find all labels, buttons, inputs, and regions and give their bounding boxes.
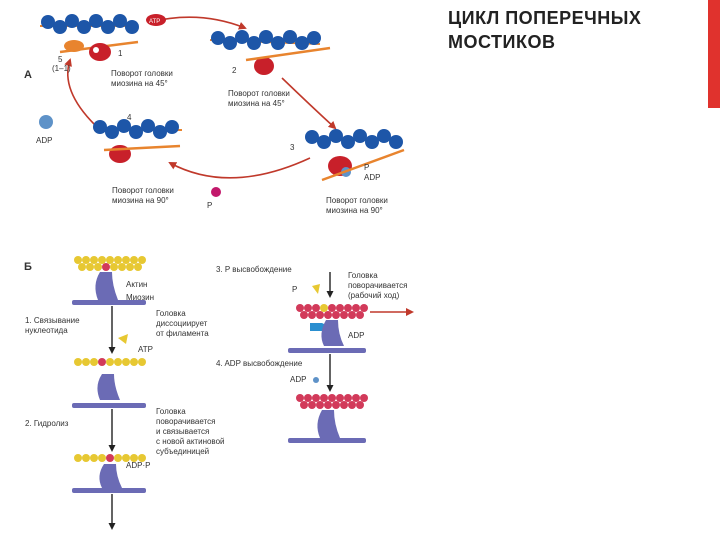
step-2-number: 2 (232, 66, 237, 75)
step-b3-label: 3. P высвобождение (216, 265, 292, 274)
cycle-arrow-left (64, 58, 96, 126)
rot45-b-line2: миозина на 45° (228, 99, 285, 108)
p-label-a: P (364, 163, 369, 172)
step-5-number: 5 (58, 55, 63, 64)
step-1-number: 1 (118, 49, 123, 58)
rot45-a-line1: Поворот головки (111, 69, 173, 78)
label-myosin: Миозин (126, 293, 154, 302)
stroke-line3: (рабочий ход) (348, 291, 400, 300)
rot90-b-line2: миозина на 90° (326, 206, 383, 215)
actin-cluster-top (40, 14, 139, 61)
step-b1-line2: нуклеотида (25, 326, 68, 335)
label-actin: Актин (126, 280, 147, 289)
rot90-a-line1: Поворот головки (112, 186, 174, 195)
adp-label-b: ADP (348, 331, 364, 340)
title-line-2: МОСТИКОВ (448, 32, 556, 52)
cycle-arrow-right (281, 77, 337, 130)
rot90-a-line2: миозина на 90° (112, 196, 169, 205)
step-b2-label: 2. Гидролиз (25, 419, 69, 428)
rebind-line1: Головка (156, 407, 186, 416)
accent-bar (708, 0, 720, 108)
step-3-number: 3 (290, 143, 295, 152)
dissoc-line2: диссоциирует (156, 319, 208, 328)
rot45-b-line1: Поворот головки (228, 89, 290, 98)
pi-molecule-b (312, 284, 320, 294)
dissoc-line1: Головка (156, 309, 186, 318)
stroke-line2: поворачивается (348, 281, 407, 290)
panel-b-state-4 (288, 304, 368, 353)
panel-b-letter: Б (24, 261, 32, 273)
atp-badge-label: ATP (149, 19, 160, 25)
panel-b-state-5 (288, 394, 368, 443)
step-4-number: 4 (127, 113, 132, 122)
rebind-line2: поворачивается (156, 417, 215, 426)
step-b4-label: 4. ADP высвобождение (216, 359, 303, 368)
adp-molecule-b (313, 377, 319, 383)
rebind-line5: субъединицей (156, 447, 209, 456)
panel-b-state-2 (72, 358, 146, 408)
adp-molecule-a (39, 115, 53, 129)
adp-pi-label: ADP·P (126, 461, 150, 470)
title-line-1: ЦИКЛ ПОПЕРЕЧНЫХ (448, 8, 642, 28)
cycle-arrow-bottom (168, 157, 311, 179)
rot90-b-line1: Поворот головки (326, 196, 388, 205)
actin-cluster-step2 (209, 30, 331, 75)
adp-label-a: ADP (36, 136, 52, 145)
rebind-line4: с новой актиновой (156, 437, 225, 446)
panel-b-state-1 (72, 256, 146, 305)
dissoc-line3: от филамента (156, 329, 209, 338)
atp-label-b: ATP (138, 345, 153, 354)
p-label-b: P (292, 285, 297, 294)
actin-cluster-step3 (305, 129, 405, 182)
pi-label-a: P (207, 201, 212, 210)
step-b1-line1: 1. Связывание (25, 316, 80, 325)
step-5-sub: (1–1) (52, 64, 71, 73)
stroke-line1: Головка (348, 271, 378, 280)
atp-badge-shape (146, 14, 166, 26)
actin-cluster-step4 (93, 119, 182, 163)
panel-b-state-3 (72, 454, 146, 493)
rebind-line3: и связывается (156, 427, 209, 436)
rot45-a-line2: миозина на 45° (111, 79, 168, 88)
panel-a-letter: А (24, 69, 32, 81)
pi-molecule-a (211, 187, 221, 197)
slide-title: ЦИКЛ ПОПЕРЕЧНЫХ МОСТИКОВ (448, 6, 698, 54)
atp-molecule-b (118, 334, 128, 344)
adp-label-a2: ADP (364, 173, 380, 182)
adp-label-c: ADP (290, 375, 306, 384)
